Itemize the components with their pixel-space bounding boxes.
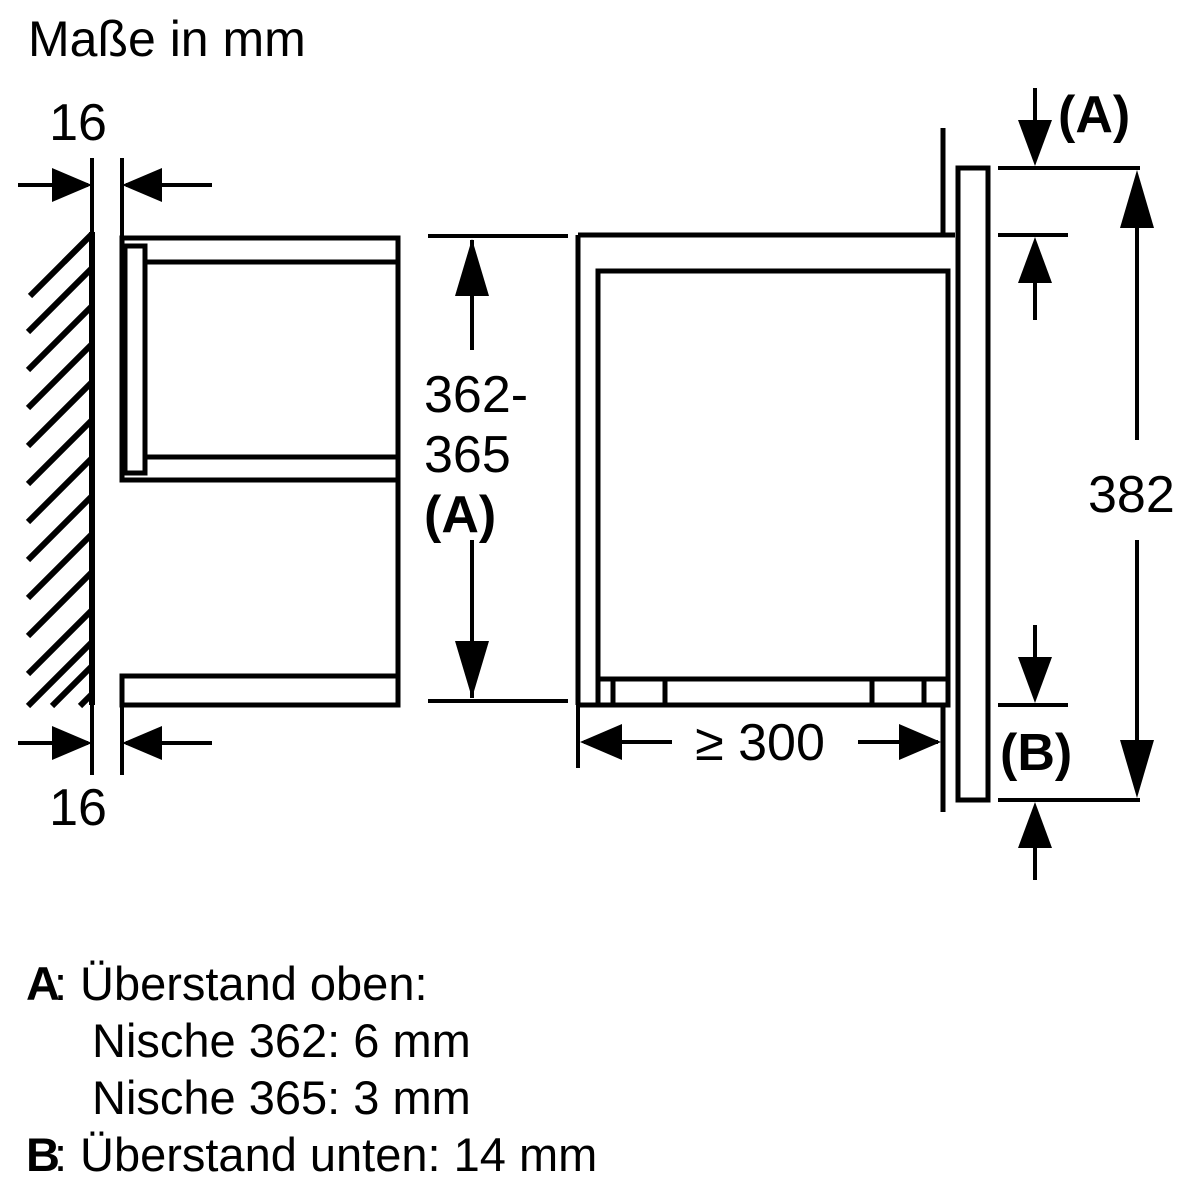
depth300-label: ≥ 300 xyxy=(695,714,825,772)
niche-height-ref-label: (A) xyxy=(424,486,496,544)
dimension-depth-300: ≥ 300 xyxy=(576,705,945,772)
dimension-height-382: 382 xyxy=(1088,170,1175,798)
legend-b-line1: Überstand unten: 14 mm xyxy=(80,1128,597,1181)
overhang-top-label: (A) xyxy=(1058,86,1130,144)
dimension-niche-height: 362- 365 (A) xyxy=(424,234,568,703)
depth300-arrow-right xyxy=(899,724,941,760)
dimension-16-bottom: 16 xyxy=(18,705,212,837)
dim16-top-arrow-left xyxy=(52,168,92,202)
legend-a-colon: : xyxy=(54,957,67,1010)
overhang-top-arrow-up xyxy=(1018,237,1052,283)
dim16-top-label: 16 xyxy=(49,94,107,152)
dimension-overhang-top: (A) xyxy=(998,86,1140,320)
legend-a-line1: Überstand oben: xyxy=(80,957,428,1010)
dim16-bot-label: 16 xyxy=(49,779,107,837)
wall-hatch-strokes xyxy=(25,231,95,709)
overhang-top-arrow-down xyxy=(1018,120,1052,166)
legend-a-line3: Nische 365: 3 mm xyxy=(92,1071,471,1124)
overhang-bottom-arrow-down xyxy=(1018,657,1052,703)
legend-b-colon: : xyxy=(54,1128,67,1181)
legend-block: A : Überstand oben: Nische 362: 6 mm Nis… xyxy=(26,957,597,1181)
left-bottom-shelf-outline xyxy=(119,673,401,708)
dim16-bot-arrow-left xyxy=(52,726,92,760)
left-view-cabinet xyxy=(119,235,401,708)
left-upper-shelf-outline xyxy=(119,235,401,483)
depth300-arrow-left xyxy=(580,724,622,760)
height382-arrow-top xyxy=(1120,170,1154,228)
height382-arrow-bottom xyxy=(1120,740,1154,798)
legend-b-key: B xyxy=(26,1128,60,1181)
wall-hatch-group xyxy=(25,231,95,709)
dim16-bot-arrow-right xyxy=(122,726,162,760)
appliance-foot-strip xyxy=(595,676,951,708)
dimension-overhang-bottom: (B) xyxy=(998,625,1140,880)
niche-height-arrow-top xyxy=(455,239,489,296)
legend-a-key: A xyxy=(26,957,60,1010)
overhang-bottom-label: (B) xyxy=(1000,724,1072,782)
appliance-body-outline xyxy=(595,268,951,682)
niche-height-arrow-bottom xyxy=(455,641,489,698)
appliance-door-panel xyxy=(955,165,991,803)
height382-label: 382 xyxy=(1088,466,1175,524)
niche-height-label-line1: 362- xyxy=(424,366,528,424)
niche-height-label-line2: 365 xyxy=(424,426,511,484)
drawing-title: Maße in mm xyxy=(28,11,306,67)
dimension-16-top: 16 xyxy=(18,94,212,238)
left-front-panel-strip xyxy=(122,243,148,476)
right-view-appliance xyxy=(575,128,991,812)
legend-a-line2: Nische 362: 6 mm xyxy=(92,1014,471,1067)
overhang-bottom-arrow-up xyxy=(1018,802,1052,848)
dim16-top-arrow-right xyxy=(122,168,162,202)
